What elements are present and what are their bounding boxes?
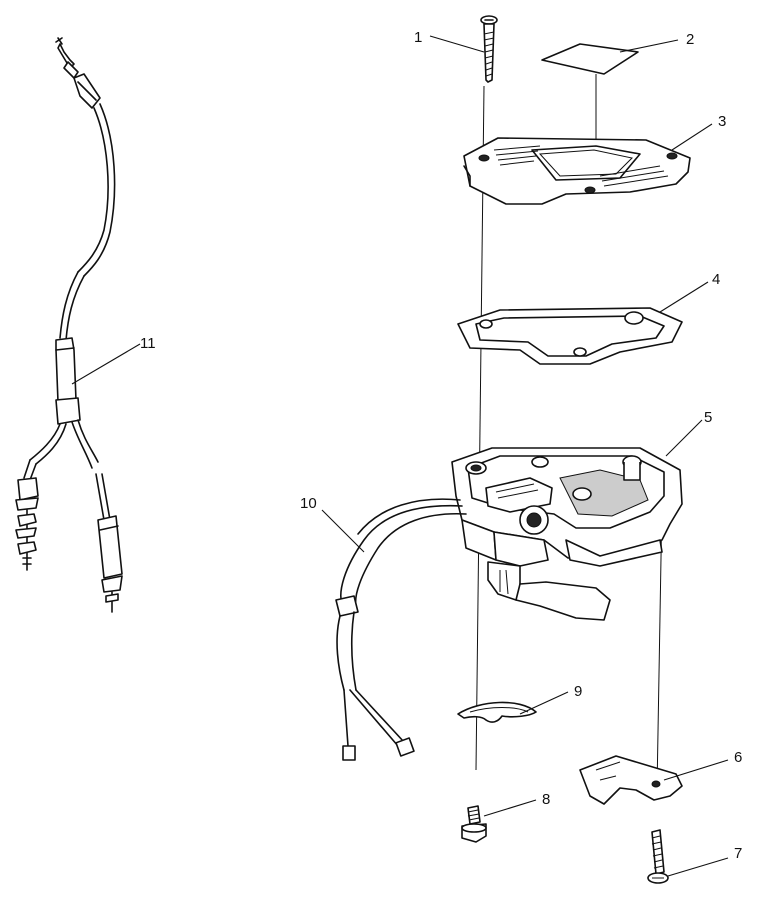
callout-7-leader bbox=[667, 857, 729, 877]
callout-4-leader bbox=[659, 281, 709, 313]
callout-2-label: 2 bbox=[686, 31, 694, 48]
gasket-4 bbox=[457, 307, 683, 365]
callout-3-label: 3 bbox=[718, 113, 726, 130]
screw-1 bbox=[480, 15, 498, 83]
screw-7 bbox=[647, 829, 669, 884]
callout-10-leader bbox=[321, 509, 365, 553]
callout-5-leader bbox=[665, 419, 703, 457]
callout-11-leader bbox=[71, 343, 141, 385]
callout-5-label: 5 bbox=[704, 409, 712, 426]
retainer-clip-9 bbox=[457, 701, 537, 723]
callout-11-label: 11 bbox=[140, 335, 156, 352]
callout-6-label: 6 bbox=[734, 749, 742, 766]
callout-6-leader bbox=[663, 759, 729, 781]
center-line-left bbox=[475, 85, 485, 771]
callout-10-label: 10 bbox=[300, 495, 317, 512]
callout-9-label: 9 bbox=[574, 683, 582, 700]
decal-2 bbox=[541, 43, 639, 148]
callout-2-leader bbox=[619, 39, 679, 53]
callout-9-leader bbox=[519, 691, 569, 715]
callout-4-label: 4 bbox=[712, 271, 720, 288]
clamp-6 bbox=[579, 755, 683, 805]
callout-1-leader bbox=[429, 35, 485, 53]
wire-harness-10 bbox=[335, 498, 467, 761]
callout-8-label: 8 bbox=[542, 791, 550, 808]
cover-plate-3 bbox=[463, 137, 691, 205]
screw-8 bbox=[461, 805, 487, 843]
throttle-cable-assembly bbox=[15, 37, 123, 613]
callout-1-label: 1 bbox=[414, 29, 422, 46]
throttle-housing-5 bbox=[451, 447, 683, 621]
callout-8-leader bbox=[483, 799, 537, 817]
callout-7-label: 7 bbox=[734, 845, 742, 862]
callout-3-leader bbox=[671, 123, 713, 151]
